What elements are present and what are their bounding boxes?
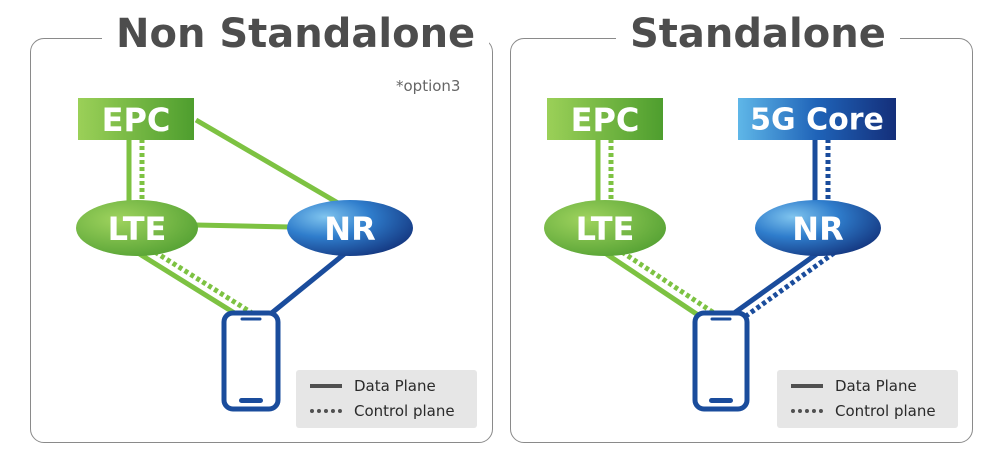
nsa-phone-icon xyxy=(221,310,281,412)
nsa-nr-label: NR xyxy=(324,210,375,248)
sa-epc-node: EPC xyxy=(547,98,663,140)
legend-data-plane-label: Data Plane xyxy=(354,377,436,395)
sa-links xyxy=(595,139,836,319)
sa-phone-icon xyxy=(692,310,750,412)
sa-legend: Data Plane Control plane xyxy=(777,370,958,428)
nsa-epc-nr-data-link xyxy=(194,117,340,206)
legend-control-plane-label: Control plane xyxy=(354,402,455,420)
sa-lte-label: LTE xyxy=(576,210,635,248)
sa-lte-ue-control-link xyxy=(620,249,716,316)
sa-core-label: 5G Core xyxy=(750,103,884,138)
sa-epc-label: EPC xyxy=(571,101,640,139)
sa-lte-ue-data-link xyxy=(603,250,700,318)
solid-line-icon xyxy=(310,384,342,388)
non-standalone-title: Non Standalone xyxy=(102,4,490,64)
legend-data-plane: Data Plane xyxy=(310,376,436,396)
legend-data-plane: Data Plane xyxy=(791,376,917,396)
nsa-nr-node: NR xyxy=(287,200,413,256)
legend-control-plane-label: Control plane xyxy=(835,402,936,420)
nsa-epc-label: EPC xyxy=(102,101,171,139)
nsa-nr-ue-data-link xyxy=(266,249,350,318)
sa-core-node: 5G Core xyxy=(738,98,896,140)
solid-line-icon xyxy=(791,384,823,388)
legend-data-plane-label: Data Plane xyxy=(835,377,917,395)
dotted-line-icon xyxy=(310,409,342,413)
nsa-lte-label: LTE xyxy=(108,210,167,248)
sa-nr-ue-data-link xyxy=(728,250,820,319)
nsa-epc-node: EPC xyxy=(78,98,194,140)
dotted-line-icon xyxy=(791,409,823,413)
nsa-legend: Data Plane Control plane xyxy=(296,370,477,428)
nsa-links xyxy=(126,117,350,318)
legend-control-plane: Control plane xyxy=(791,401,936,421)
nsa-lte-ue-control-link xyxy=(153,249,254,316)
nsa-lte-node: LTE xyxy=(76,200,198,256)
sa-nr-node: NR xyxy=(755,200,881,256)
sa-nr-ue-control-link xyxy=(744,250,836,319)
nsa-lte-nr-data-link xyxy=(195,222,291,230)
nsa-lte-ue-data-link xyxy=(136,250,238,317)
standalone-title: Standalone xyxy=(616,4,900,64)
sa-lte-node: LTE xyxy=(544,200,666,256)
option-note: *option3 xyxy=(396,77,461,95)
sa-nr-label: NR xyxy=(792,210,843,248)
legend-control-plane: Control plane xyxy=(310,401,455,421)
